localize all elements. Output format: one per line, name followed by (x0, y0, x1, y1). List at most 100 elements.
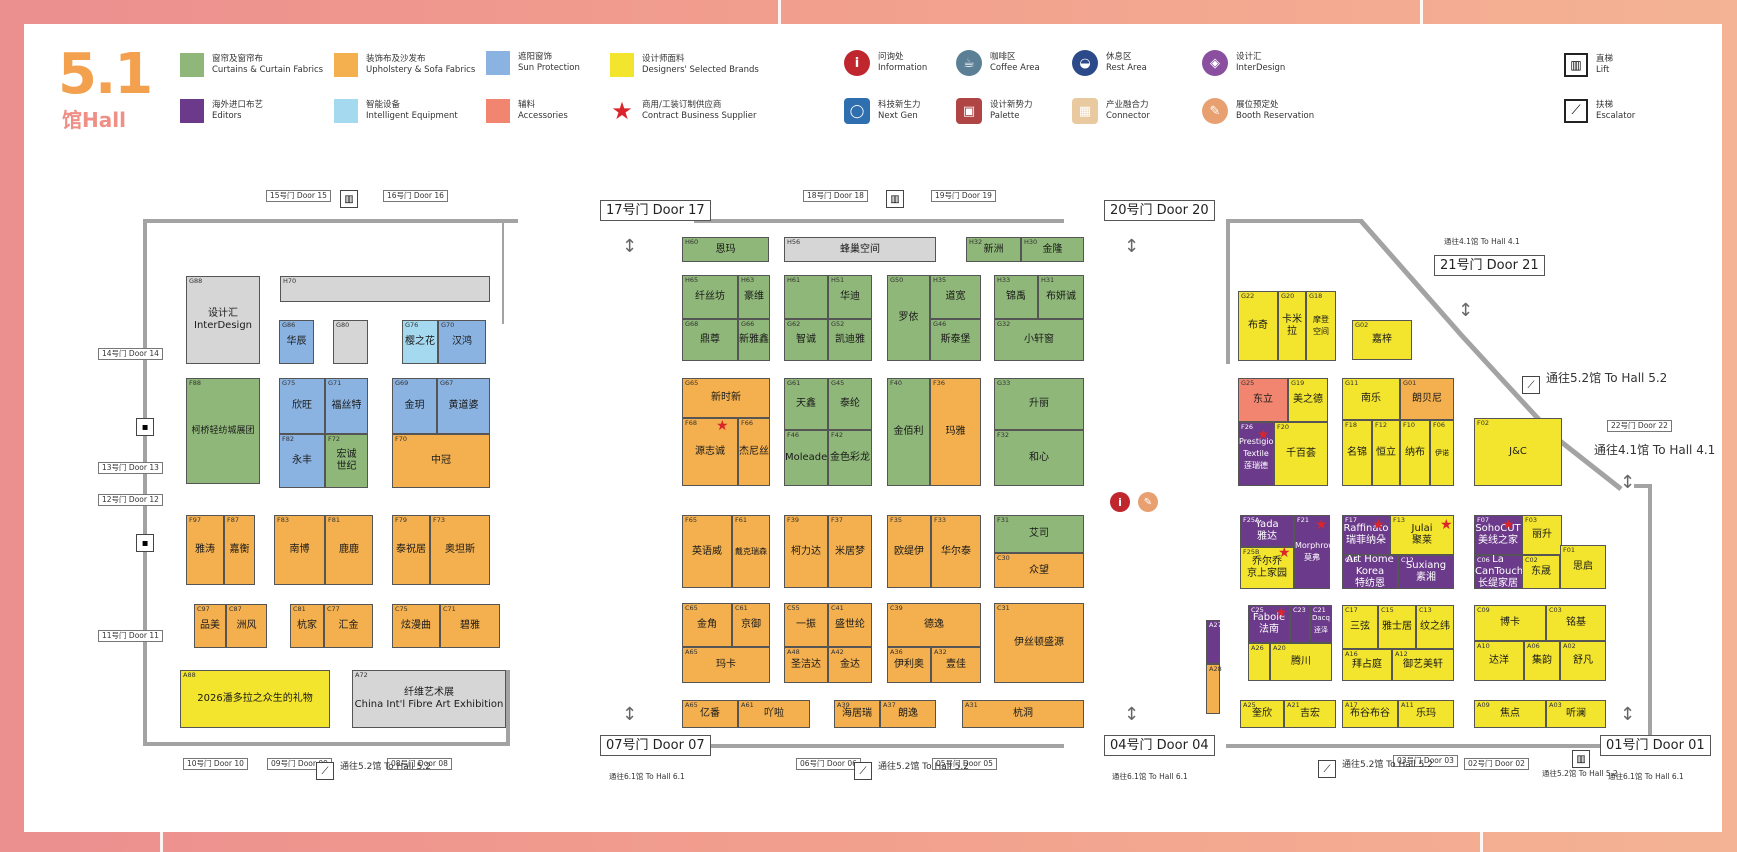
booth-g80[interactable]: G80 (333, 320, 368, 364)
door-04[interactable]: 04号门 Door 04 (1104, 735, 1215, 756)
door-07[interactable]: 07号门 Door 07 (600, 735, 711, 756)
door-22[interactable]: 22号门 Door 22 (1607, 420, 1672, 432)
door-05[interactable]: 05号门 Door 05 (932, 758, 997, 770)
door-13[interactable]: 13号门 Door 13 (98, 462, 163, 474)
booth-a26[interactable]: A26 (1248, 643, 1270, 681)
booth-a27[interactable]: A27 (1206, 620, 1222, 664)
door-15[interactable]: 15号门 Door 15 (266, 190, 331, 202)
door-16[interactable]: 16号门 Door 16 (383, 190, 448, 202)
door-19[interactable]: 19号门 Door 19 (931, 190, 996, 202)
door-06[interactable]: 06号门 Door 06 (796, 758, 861, 770)
booth-h70[interactable]: H70 (280, 276, 490, 302)
info-icon[interactable]: i (1110, 492, 1130, 512)
door-10[interactable]: 10号门 Door 10 (183, 758, 248, 770)
booth-h61[interactable]: H61 (784, 275, 828, 319)
door-12[interactable]: 12号门 Door 12 (98, 494, 163, 506)
booth-a28[interactable]: A28 (1206, 664, 1222, 714)
door-17[interactable]: 17号门 Door 17 (600, 200, 711, 221)
door-08[interactable]: 08号门 Door 08 (387, 758, 452, 770)
booth-c23[interactable]: C23 (1290, 605, 1310, 643)
door-18[interactable]: 18号门 Door 18 (803, 190, 868, 202)
door-09[interactable]: 09号门 Door 09 (267, 758, 332, 770)
